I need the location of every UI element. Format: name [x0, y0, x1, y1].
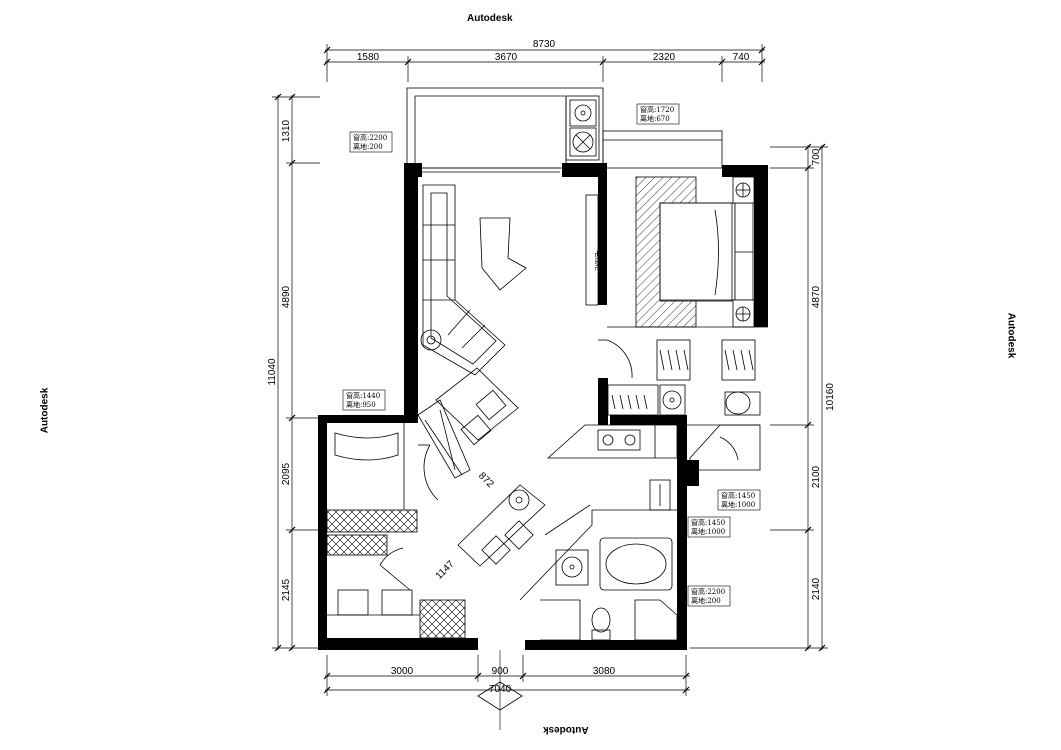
upper-bathroom: [607, 384, 761, 471]
dining-set: [417, 367, 519, 479]
dim-left-4: 2145: [281, 578, 292, 601]
window-note-4-height: 窗高:1450: [721, 491, 755, 500]
dim-left-1: 1310: [281, 119, 292, 142]
master-bedroom: [607, 176, 768, 328]
window-note-boxes: [342, 103, 761, 607]
tv-cabinet-label: 电视柜: [594, 250, 603, 271]
window-note-2-sill: 离地:670: [640, 114, 670, 123]
door-swings: [379, 339, 633, 591]
window-note-5-height: 窗高:1450: [691, 518, 725, 527]
dim-overall-top: 8730: [533, 39, 556, 50]
dim-left-2: 4890: [281, 285, 292, 308]
kitchen-counter: [546, 424, 678, 511]
dim-bottom-3: 3080: [593, 666, 616, 677]
wardrobes: [656, 339, 756, 381]
window-note-5-sill: 离地:1000: [691, 527, 725, 536]
dim-top-4: 740: [733, 52, 750, 63]
dim-top-3: 2320: [653, 52, 676, 63]
kitchen-island: [457, 484, 546, 567]
dim-bottom-1: 3000: [391, 666, 414, 677]
dim-right-1: 700: [811, 148, 822, 165]
coffee-table: [479, 217, 527, 291]
watermark-top: Autodesk: [467, 13, 513, 24]
lower-bathroom: [519, 509, 678, 641]
lower-left-bedroom: [320, 423, 466, 639]
dim-right-3: 2100: [811, 465, 822, 488]
window-note-3-sill: 离地:950: [346, 400, 376, 409]
dim-right-overall: 10160: [825, 383, 836, 411]
dim-top-1: 1580: [357, 52, 380, 63]
balcony-outline: [406, 87, 723, 173]
walls: [318, 163, 768, 650]
dim-right-4: 2140: [811, 577, 822, 600]
window-note-1-sill: 离地:200: [353, 142, 383, 151]
dim-diagonal-b: 1147: [434, 558, 457, 581]
window-note-6-sill: 离地:200: [691, 596, 721, 605]
dimension-ticks: [274, 46, 826, 694]
dim-top-2: 3670: [495, 52, 518, 63]
dim-diagonal-a: 872: [476, 470, 496, 490]
window-note-1-height: 窗高:2200: [353, 133, 387, 142]
window-note-3-height: 窗高:1440: [346, 391, 380, 400]
sofa: [420, 184, 506, 376]
window-note-4-sill: 离地:1000: [721, 500, 755, 509]
window-note-6-height: 窗高:2200: [691, 587, 725, 596]
window-note-2-height: 窗高:1720: [640, 105, 674, 114]
dim-left-3: 2095: [281, 462, 292, 485]
tv-cabinet: [585, 194, 599, 306]
balcony-fixtures: [569, 99, 597, 157]
dim-right-2: 4870: [811, 285, 822, 308]
entrance-marker: [477, 681, 523, 711]
dim-left-overall: 11040: [267, 358, 278, 386]
